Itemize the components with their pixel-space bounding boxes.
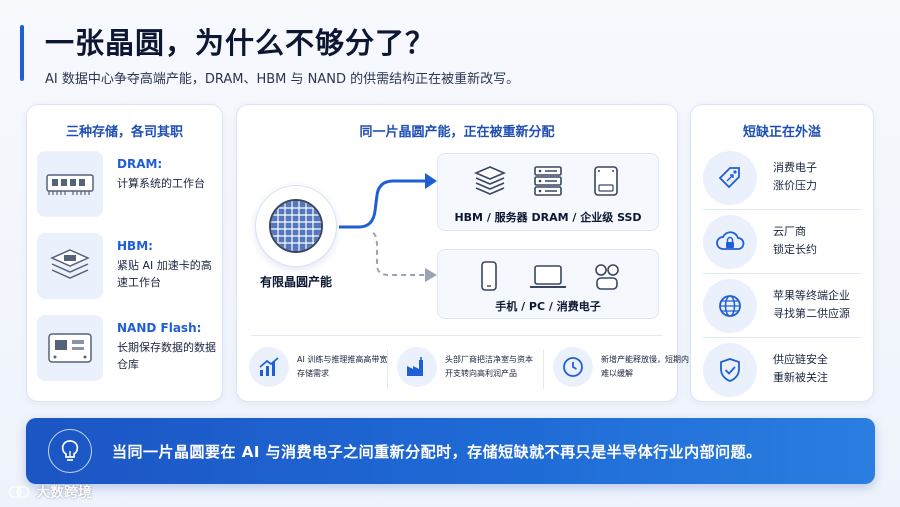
nand-desc: 长期保存数据的数据仓库 bbox=[117, 341, 216, 371]
page-title: 一张晶圆，为什么不够分了？ bbox=[45, 26, 436, 60]
clock-icon bbox=[553, 347, 593, 387]
factor-text: 新增产能释放慢，短期内难以缓解 bbox=[601, 355, 689, 378]
hbm-stack-icon bbox=[473, 164, 507, 202]
spillover-text: 消费电子 涨价压力 bbox=[773, 159, 817, 195]
spillover-text: 供应链安全 重新被关注 bbox=[773, 351, 828, 387]
spillover-item: 消费电子 涨价压力 bbox=[703, 149, 863, 205]
spillover-line2: 重新被关注 bbox=[773, 371, 828, 384]
storage-types-title: 三种存储，各司其职 bbox=[65, 125, 183, 140]
conclusion-banner: 当同一片晶圆要在 AI 与消费电子之间重新分配时，存储短缺就不再只是半导体行业内… bbox=[26, 418, 875, 484]
spillover-separator bbox=[703, 337, 861, 338]
conclusion-text: 当同一片晶圆要在 AI 与消费电子之间重新分配时，存储短缺就不再只是半导体行业内… bbox=[112, 443, 762, 461]
spillover-separator bbox=[703, 273, 861, 274]
wafer-label: 有限晶圆产能 bbox=[259, 275, 332, 289]
spillover-item: 供应链安全 重新被关注 bbox=[703, 341, 863, 397]
watermark: 大数跨境 bbox=[8, 482, 92, 502]
nand-item: NAND Flash: 长期保存数据的数据仓库 bbox=[37, 315, 217, 383]
consumer-destination-label: 手机 / PC / 消费电子 bbox=[495, 300, 601, 313]
factor-text: 头部厂商把洁净室与资本开支转向高利润产品 bbox=[445, 355, 533, 378]
spillover-line1: 供应链安全 bbox=[773, 353, 828, 366]
spillover-item: 云厂商 锁定长约 bbox=[703, 213, 863, 269]
factor-separator bbox=[543, 349, 544, 389]
spillover-title: 短缺正在外溢 bbox=[742, 125, 821, 140]
hbm-name: HBM: bbox=[117, 239, 153, 253]
nand-name: NAND Flash: bbox=[117, 321, 202, 335]
spillover-text: 云厂商 锁定长约 bbox=[773, 223, 817, 259]
dram-item: DRAM: 计算系统的工作台 bbox=[37, 151, 217, 219]
consumer-destination-box: 手机 / PC / 消费电子 bbox=[437, 249, 659, 319]
middle-divider bbox=[251, 335, 663, 336]
factor-item: 新增产能释放慢，短期内难以缓解 bbox=[553, 343, 693, 393]
stacked-chip-icon bbox=[37, 233, 103, 299]
shield-check-icon bbox=[703, 343, 757, 397]
ai-destination-label: HBM / 服务器 DRAM / 企业级 SSD bbox=[454, 211, 642, 224]
allocation-arrows bbox=[339, 173, 437, 282]
price-tag-icon bbox=[703, 151, 757, 205]
spillover-line1: 消费电子 bbox=[773, 161, 817, 174]
flash-board-icon bbox=[37, 315, 103, 381]
spillover-line2: 锁定长约 bbox=[773, 243, 817, 256]
wafer-icon bbox=[255, 185, 337, 267]
spillover-line2: 涨价压力 bbox=[773, 179, 817, 192]
dram-desc: 计算系统的工作台 bbox=[117, 177, 205, 190]
globe-icon bbox=[703, 279, 757, 333]
hbm-item: HBM: 紧贴 AI 加速卡的高速工作台 bbox=[37, 233, 217, 301]
spillover-item: 苹果等终端企业 寻找第二供应源 bbox=[703, 277, 863, 333]
earbuds-icon bbox=[592, 260, 622, 296]
hbm-desc: 紧贴 AI 加速卡的高速工作台 bbox=[117, 259, 212, 289]
factor-item: 头部厂商把洁净室与资本开支转向高利润产品 bbox=[397, 343, 537, 393]
ai-destination-box: HBM / 服务器 DRAM / 企业级 SSD bbox=[437, 153, 659, 231]
page-subtitle: AI 数据中心争夺高端产能，DRAM、HBM 与 NAND 的供需结构正在被重新… bbox=[45, 72, 520, 87]
watermark-text: 大数跨境 bbox=[36, 485, 92, 501]
phone-icon bbox=[474, 260, 504, 296]
watermark-logo-icon bbox=[8, 485, 30, 499]
ssd-icon bbox=[589, 164, 623, 202]
factor-text: AI 训练与推理推高高带宽存储需求 bbox=[297, 355, 388, 378]
ram-module-icon bbox=[37, 151, 103, 217]
growth-chart-icon bbox=[249, 347, 289, 387]
spillover-line1: 苹果等终端企业 bbox=[773, 289, 850, 302]
spillover-line1: 云厂商 bbox=[773, 225, 806, 238]
title-accent-bar bbox=[20, 25, 24, 81]
spillover-text: 苹果等终端企业 寻找第二供应源 bbox=[773, 287, 850, 323]
factor-item: AI 训练与推理推高高带宽存储需求 bbox=[249, 343, 389, 393]
spillover-line2: 寻找第二供应源 bbox=[773, 307, 850, 320]
server-icon bbox=[531, 164, 565, 202]
spillover-card: 短缺正在外溢 消费电子 涨价压力 云厂商 锁定长约 bbox=[690, 104, 874, 402]
factor-separator bbox=[387, 349, 388, 389]
wafer-allocation-card: 同一片晶圆产能，正在被重新分配 有限晶圆产能 bbox=[236, 104, 689, 402]
lightbulb-icon bbox=[48, 429, 92, 473]
factory-icon bbox=[397, 347, 437, 387]
wafer-allocation-title: 同一片晶圆产能，正在被重新分配 bbox=[359, 125, 555, 140]
spillover-separator bbox=[703, 209, 861, 210]
laptop-icon bbox=[528, 260, 568, 296]
dram-name: DRAM: bbox=[117, 157, 163, 171]
storage-types-card: 三种存储，各司其职 DRAM: 计算系统的工作台 HBM: 紧贴 AI 加速卡的… bbox=[26, 104, 223, 402]
cloud-lock-icon bbox=[703, 215, 757, 269]
